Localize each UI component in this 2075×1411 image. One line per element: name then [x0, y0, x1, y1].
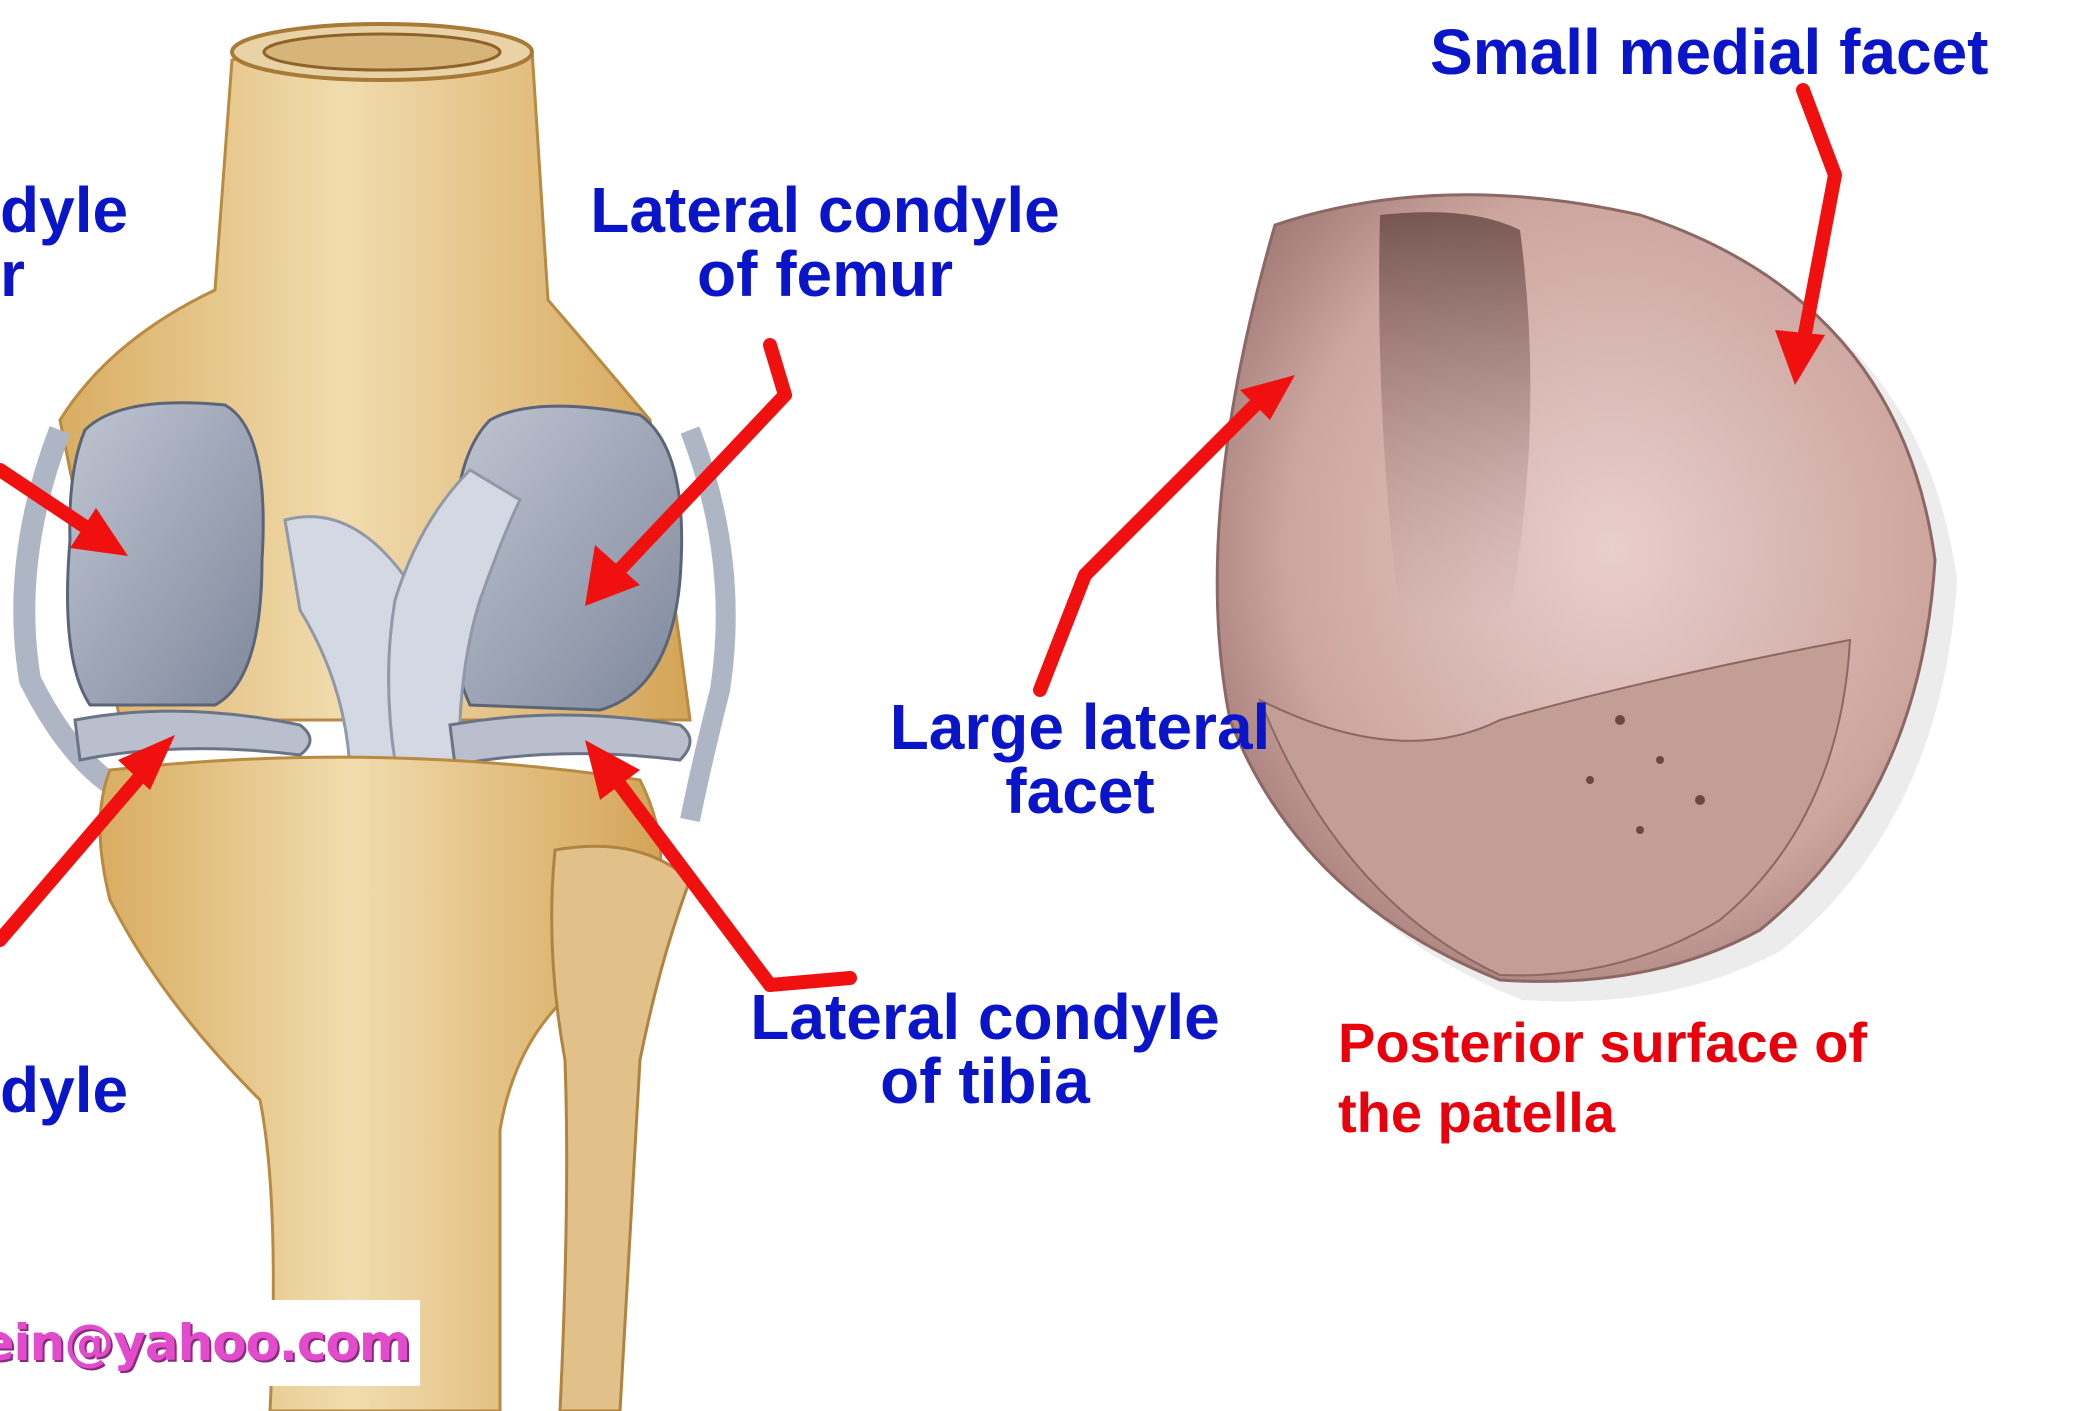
- watermark: sein@yahoo.com: [0, 1300, 420, 1386]
- fibula: [552, 846, 690, 1411]
- lateral-femoral-condyle-label: Lateral condyle of femur: [545, 178, 1105, 306]
- medial-femoral-condyle-label: dyle r: [0, 178, 128, 306]
- lateral-meniscus: [450, 715, 690, 765]
- small-medial-facet-label: Small medial facet: [1430, 20, 1988, 84]
- lateral-tibial-condyle-label: Lateral condyle of tibia: [705, 985, 1265, 1113]
- medial-tibial-condyle-label: dyle: [0, 1058, 128, 1122]
- large-lateral-facet-label: Large lateral facet: [850, 695, 1310, 823]
- patella-vertical-ridge: [1379, 212, 1530, 620]
- patella-caption: Posterior surface of the patella: [1338, 1008, 1867, 1148]
- patella-drawing: [1200, 195, 1957, 1002]
- medial-femoral-condyle: [68, 403, 264, 705]
